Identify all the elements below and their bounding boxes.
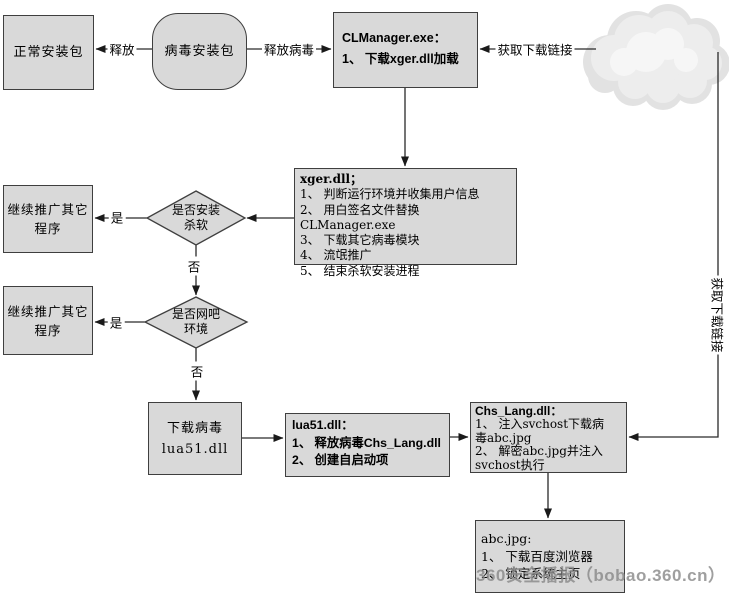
node-virus-package-label: 病毒安装包 bbox=[164, 44, 235, 59]
edge-label-yes-2: 是 bbox=[107, 312, 125, 332]
node-chs-lang-line: 2、 解密abc.jpg并注入 bbox=[475, 444, 603, 459]
edge-label-release: 释放 bbox=[107, 39, 137, 59]
node-chs-lang-line: 毒abc.jpg bbox=[475, 430, 532, 445]
node-clmanager-line: 1、 下载xger.dll加载 bbox=[342, 52, 459, 66]
cloud-icon bbox=[583, 4, 729, 110]
node-abc-jpg-line: 1、 下载百度浏览器 bbox=[481, 548, 593, 564]
decision-av-line: 杀软 bbox=[183, 218, 208, 232]
decision-av-label: 是否安装 杀软 bbox=[146, 195, 246, 241]
edge-label-yes-1: 是 bbox=[108, 207, 126, 227]
node-promote-other-2-line: 继续推广其它 bbox=[7, 303, 89, 319]
edge-label-no-2: 否 bbox=[188, 361, 206, 381]
edge-label-get-link-vertical: 获取下载链接 bbox=[708, 275, 728, 355]
decision-netcafe-line: 环境 bbox=[183, 322, 208, 336]
node-xger-line: 3、 下载其它病毒模块 bbox=[300, 233, 420, 248]
node-clmanager: CLManager.exe： 1、 下载xger.dll加载 bbox=[333, 12, 478, 88]
node-chs-lang-line: 1、 注入svchost下载病 bbox=[475, 417, 605, 432]
node-xger-line: 4、 流氓推广 bbox=[300, 248, 372, 263]
node-lua51: lua51.dll： 1、 释放病毒Chs_Lang.dll 2、 创建自启动项 bbox=[285, 413, 450, 477]
node-promote-other-1: 继续推广其它 程序 bbox=[3, 185, 93, 253]
node-normal-package-label: 正常安装包 bbox=[13, 45, 84, 60]
node-chs-lang-line: svchost执行 bbox=[475, 457, 545, 472]
node-abc-jpg-line: 2、 锁定系统主页 bbox=[481, 566, 581, 581]
node-virus-package: 病毒安装包 bbox=[152, 13, 247, 90]
node-promote-other-2: 继续推广其它 程序 bbox=[3, 286, 93, 355]
node-download-virus-line: 下载病毒 bbox=[166, 420, 223, 436]
node-clmanager-title: CLManager.exe： bbox=[342, 31, 447, 45]
decision-av-shape bbox=[145, 190, 247, 246]
decision-netcafe-shape bbox=[143, 296, 249, 349]
node-promote-other-2-line: 程序 bbox=[34, 322, 62, 338]
decision-av-line: 是否安装 bbox=[171, 203, 220, 217]
edge-label-no-1: 否 bbox=[185, 256, 203, 276]
decision-netcafe-label: 是否网吧 环境 bbox=[145, 299, 247, 345]
node-xger-line: 1、 判断运行环境并收集用户信息 bbox=[300, 187, 480, 202]
node-xger-line: 2、 用白签名文件替换CLManager.exe bbox=[300, 202, 420, 232]
node-lua51-line: 2、 创建自启动项 bbox=[292, 453, 389, 467]
node-lua51-title: lua51.dll： bbox=[292, 418, 354, 432]
node-lua51-line: 1、 释放病毒Chs_Lang.dll bbox=[292, 435, 441, 450]
node-promote-other-1-line: 继续推广其它 bbox=[7, 202, 89, 217]
node-download-virus-line: lua51.dll bbox=[161, 441, 229, 457]
node-download-virus: 下载病毒 lua51.dll bbox=[148, 402, 242, 475]
node-chs-lang: Chs_Lang.dll： 1、 注入svchost下载病 毒abc.jpg 2… bbox=[470, 402, 627, 473]
node-xger-title: xger.dll； bbox=[300, 172, 363, 186]
node-normal-package: 正常安装包 bbox=[3, 15, 94, 90]
node-abc-jpg-title: abc.jpg: bbox=[481, 531, 532, 546]
edge-label-release-virus: 释放病毒 bbox=[261, 39, 317, 59]
edge-cloud-chslang bbox=[628, 52, 719, 441]
watermark: 360安全播报（bobao.360.cn） bbox=[476, 566, 726, 585]
node-abc-jpg: abc.jpg: 1、 下载百度浏览器 2、 锁定系统主页 bbox=[475, 520, 625, 593]
node-promote-other-1-line: 程序 bbox=[34, 221, 62, 236]
edge-label-get-link: 获取下载链接 bbox=[495, 39, 575, 59]
node-xger-line: 5、 结束杀软安装进程 bbox=[300, 263, 420, 278]
node-xger: xger.dll； 1、 判断运行环境并收集用户信息 2、 用白签名文件替换CL… bbox=[294, 168, 517, 278]
decision-netcafe-line: 是否网吧 bbox=[171, 307, 220, 321]
node-chs-lang-title: Chs_Lang.dll： bbox=[475, 404, 563, 418]
